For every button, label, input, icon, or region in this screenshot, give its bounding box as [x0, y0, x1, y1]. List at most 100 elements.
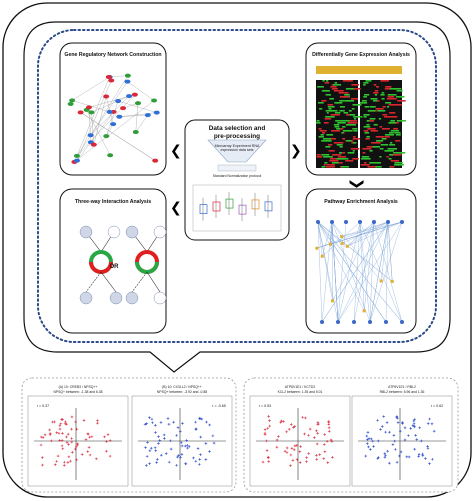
scatter-point	[268, 419, 271, 423]
pathway-title: Pathway Enrichment Analysis	[324, 199, 398, 205]
pathway-edge	[347, 221, 403, 247]
network-node	[103, 94, 110, 99]
heatmap-cell	[347, 152, 355, 154]
scatter-point	[158, 439, 162, 442]
scatter-point	[322, 457, 326, 460]
scatter-point	[90, 435, 94, 438]
heatmap-cell	[390, 120, 396, 122]
heatmap-cell	[367, 166, 377, 168]
gene-node	[79, 291, 93, 305]
scatter-point	[432, 429, 436, 433]
heatmap-cell	[334, 126, 340, 128]
network-node	[152, 158, 159, 163]
heatmap-cell	[338, 158, 349, 160]
pathway-edge	[337, 221, 347, 323]
heatmap-cell	[319, 130, 327, 132]
scatter-point	[208, 423, 211, 427]
network-node	[144, 113, 151, 118]
heatmap-cell	[329, 98, 334, 100]
scatter-point	[421, 452, 424, 456]
scatter-point	[325, 440, 329, 443]
pathway-edge	[331, 221, 333, 301]
heatmap-cell	[326, 138, 336, 140]
heatmap-cell	[361, 100, 367, 102]
scatter-point	[399, 450, 403, 454]
heatmap-cell	[334, 82, 338, 84]
heatmap-cell	[393, 152, 402, 154]
scatter-point	[265, 439, 268, 443]
scatter-point	[58, 439, 61, 442]
scatter-point	[70, 437, 73, 440]
scatter-point	[289, 423, 293, 426]
scatter-point	[61, 418, 64, 421]
scatter-point	[71, 451, 74, 454]
heatmap-cell	[352, 150, 355, 152]
network-node	[105, 74, 112, 79]
scatter-point	[281, 420, 285, 423]
scatter-point	[379, 427, 382, 431]
heatmap-cell	[365, 138, 370, 140]
pathway-edge	[337, 221, 403, 323]
scatter-point	[393, 439, 397, 443]
scatter-point	[411, 424, 415, 427]
scatter-point	[395, 415, 399, 418]
pathway-edge	[331, 221, 382, 282]
scatter-point	[194, 428, 198, 431]
scatter-point	[367, 437, 371, 441]
scatter-point	[413, 425, 416, 429]
scatter-point	[39, 443, 43, 447]
scatter-point	[292, 426, 295, 429]
scatter-point	[305, 456, 309, 460]
heatmap-cell	[377, 110, 386, 112]
scatter-point	[175, 463, 178, 467]
heatmap-cell	[386, 156, 389, 158]
pathway-edge	[317, 221, 403, 323]
scatter-point	[60, 444, 64, 448]
heatmap-cell	[339, 100, 345, 102]
scatter-point	[176, 426, 180, 429]
heatmap-cell	[360, 116, 363, 118]
heatmap-cell	[345, 124, 356, 126]
heatmap-cell	[333, 84, 342, 86]
network-edge	[106, 124, 114, 137]
scatter-point	[382, 415, 386, 418]
heatmap-cell	[331, 130, 341, 132]
heatmap-cell	[395, 140, 401, 142]
interaction-edge	[146, 271, 161, 293]
heatmap-cell	[345, 160, 354, 162]
heatmap-cell	[316, 122, 321, 124]
pathway-edge	[337, 221, 389, 323]
pathway-edge	[353, 221, 375, 323]
heatmap-cell	[386, 98, 397, 100]
heatmap-cell	[382, 114, 388, 116]
scatter-point	[205, 420, 208, 424]
scatter-point	[369, 437, 373, 441]
scatter-point	[196, 447, 200, 450]
scatter-point	[185, 439, 189, 442]
scatter-point	[76, 443, 79, 447]
heatmap-cell	[381, 138, 386, 140]
scatter-point	[329, 438, 333, 442]
scatter-point	[322, 443, 326, 446]
heatmap-cell	[320, 134, 324, 136]
heatmap-cell	[394, 162, 403, 164]
center-sub-text: Standard Normalization protocol	[212, 174, 262, 178]
network-node	[126, 94, 133, 99]
heatmap-cell	[387, 96, 395, 98]
heatmap-cell	[332, 154, 342, 156]
scatter-point	[263, 428, 267, 431]
scatter-point	[418, 426, 422, 430]
heatmap-cell	[353, 116, 361, 118]
heatmap-cell	[328, 94, 331, 96]
pathway-edge	[317, 221, 343, 244]
pathway-edge	[369, 221, 389, 323]
heatmap-cell	[352, 104, 362, 106]
network-node	[108, 78, 115, 83]
heatmap-cell	[325, 116, 335, 118]
scatter-point	[265, 449, 269, 452]
scatter-2-header-2: NPSQ+ between: -3.92 and -0.88	[156, 390, 208, 394]
boxplot-box	[251, 199, 260, 210]
heatmap-cell	[365, 130, 369, 132]
scatter-point	[380, 425, 384, 428]
